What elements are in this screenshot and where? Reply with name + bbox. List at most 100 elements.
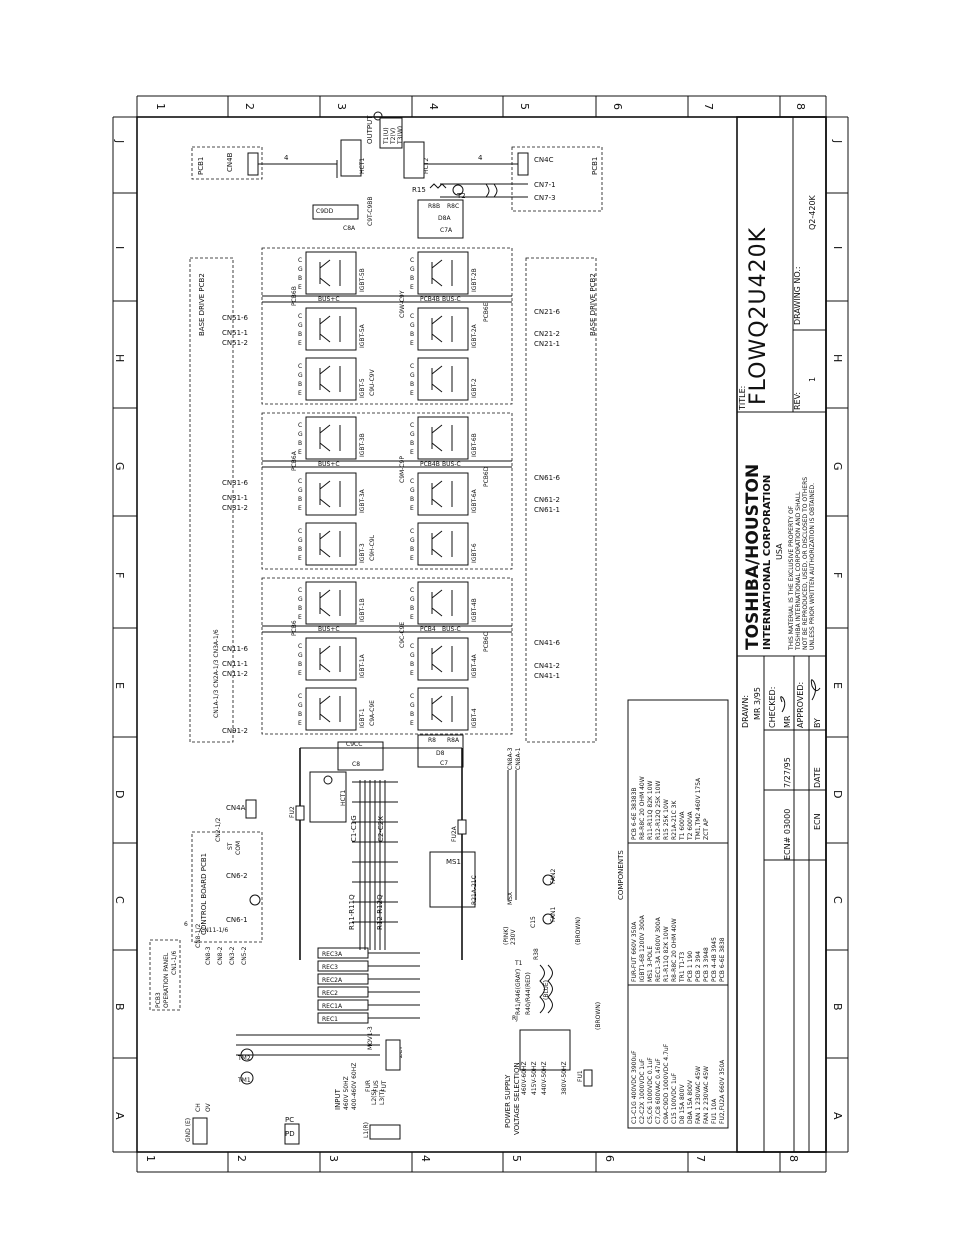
igbt-cell	[305, 251, 357, 295]
igbt-4a-label: IGBT-4A	[471, 653, 478, 678]
pin-letter: C	[410, 313, 414, 320]
cn6-2-label: CN6-2	[226, 872, 248, 880]
c7a-label: C7A	[440, 227, 453, 234]
voltage-selection: POWER SUPPLY VOLTAGE SELECTION 460V-60HZ…	[503, 869, 602, 1135]
r11-r11q-label: R11-R11Q	[348, 894, 356, 930]
by-header: BY	[813, 718, 822, 728]
pin-letter: B	[410, 605, 414, 612]
pin-letter: B	[298, 331, 302, 338]
transistor-symbol	[431, 480, 453, 508]
fan1-label: FAN1	[550, 907, 557, 922]
col-number: 8	[794, 103, 807, 110]
c8-label: C8	[352, 761, 360, 768]
pin-letter: G	[298, 322, 303, 329]
legend-entry: FU2,FU2A 660V 350A	[719, 1059, 726, 1124]
fur-label: FUR	[365, 1080, 372, 1092]
rec1a-label: REC1A	[322, 1003, 343, 1010]
pin-letter: B	[298, 440, 302, 447]
drawing-no-value: Q2-420K	[808, 194, 817, 230]
cn11-6-label: CN11-6	[222, 645, 249, 653]
col-number: 6	[611, 103, 624, 110]
pin-letter: E	[298, 614, 302, 621]
company-name: TOSHIBA/HOUSTON	[743, 464, 763, 650]
transistor-symbol	[319, 365, 341, 393]
c9w-c9y-label: C9W-C9Y	[399, 290, 406, 318]
igbt-3b-label: IGBT-3B	[359, 433, 366, 457]
r8a-label: R8A	[447, 737, 460, 744]
wire-count: 4	[478, 154, 483, 162]
pin-letter: B	[298, 496, 302, 503]
bus-c-label: BUS+C	[318, 296, 340, 303]
hct2-label: HCT2	[423, 158, 430, 174]
pin-letter: C	[298, 693, 302, 700]
cn5-2-label: CN5-2	[241, 946, 248, 965]
pcb6e-label: PCB6E	[483, 302, 490, 322]
sel-415-label: 415V-50HZ	[531, 1061, 538, 1095]
pcb4-label: PCB4B	[420, 461, 440, 468]
fut-label: FUT	[381, 1080, 388, 1092]
l2-label: L2(S)	[371, 1089, 378, 1105]
igbt-1b-label: IGBT-1B	[359, 598, 366, 622]
property-notice: NOT BE REPRODUCED, USED, OR DISCLOSED TO…	[802, 477, 809, 650]
cn41-2-label: CN41-2	[534, 662, 560, 670]
igbt-4b-label: IGBT-4B	[471, 598, 478, 622]
company-division: INTERNATIONAL CORPORATION	[762, 475, 773, 650]
rev-label: REV:	[793, 392, 802, 410]
pin-letter: E	[410, 670, 414, 677]
power-supply-label: POWER SUPPLY	[504, 1074, 512, 1128]
st-label: ST	[227, 842, 234, 850]
property-notice: UNLESS PRIOR WRITTEN AUTHORIZATION IS OB…	[809, 483, 816, 650]
col-number: 7	[702, 103, 715, 110]
column-numbers-bottom: 1 2 3 4 5 6 7 8	[144, 1155, 800, 1162]
v230-label: 230V	[510, 929, 517, 945]
cn11-2-label: CN11-2	[222, 670, 248, 678]
c9m-c9p-label: C9M-C9P	[399, 456, 406, 483]
blue-label: (BLUE)	[543, 980, 550, 1000]
igbt-cell	[305, 416, 357, 460]
pin-letter: G	[410, 596, 415, 603]
pin-letter: C	[410, 587, 414, 594]
row-letter: J	[831, 139, 844, 143]
c9u-c9v-label: C9U-C9V	[369, 368, 376, 396]
transistor-symbol	[431, 645, 453, 673]
legend-entry: PCB 2 394	[695, 951, 702, 982]
hct1-label: HCT1	[359, 158, 366, 174]
row-letter: G	[831, 462, 844, 471]
r40-label: R40/R44(RED)	[525, 972, 532, 1015]
t1u-label: T1(U)	[383, 127, 390, 145]
pin-letter: B	[298, 381, 302, 388]
row-letter: F	[113, 572, 126, 578]
pin-letter: G	[410, 266, 415, 273]
row-letter: F	[831, 572, 844, 578]
legend-entry: FAN 2 230VAC 45W	[703, 1066, 710, 1124]
pin-letter: B	[298, 275, 302, 282]
col-number: 5	[510, 1155, 523, 1162]
legend-entry: R15 25K 10W	[663, 799, 670, 840]
legend-entry: R11-R11Q 82K 10W	[647, 780, 654, 840]
pin-letter: G	[410, 372, 415, 379]
pin-letter: G	[298, 431, 303, 438]
igbt-cell	[305, 581, 357, 625]
cn11-1-label: CN11-1	[222, 660, 248, 668]
dc-bus-section: C9CC C8 R8 R8A D8 C7 HCT1 C1-C1G C2-C2X …	[289, 734, 522, 960]
row-letter: A	[113, 1112, 126, 1120]
cn4a-label: CN4A	[226, 804, 246, 812]
sel-460-label: 460V-60HZ	[521, 1061, 528, 1095]
transistor-symbol	[431, 589, 453, 617]
pin-letter: E	[298, 670, 302, 677]
pin-letter: E	[298, 449, 302, 456]
pin-letter: E	[298, 505, 302, 512]
r21-label: R21A-21C	[471, 875, 478, 905]
pink-label: (PINK)	[503, 927, 510, 946]
pin-letter: E	[410, 720, 414, 727]
cn41-1-label: CN41-1	[534, 672, 560, 680]
igbt-3a-label: IGBT-3A	[359, 488, 366, 513]
cn3-2-label: CN3-2	[229, 946, 236, 965]
legend-entry: MS1 3-POLE	[647, 946, 654, 982]
t2v-label: T2(V)	[390, 128, 397, 145]
c9t-label: C9T-C9BB	[367, 196, 374, 226]
cn61-6-label: CN61-6	[534, 474, 561, 482]
